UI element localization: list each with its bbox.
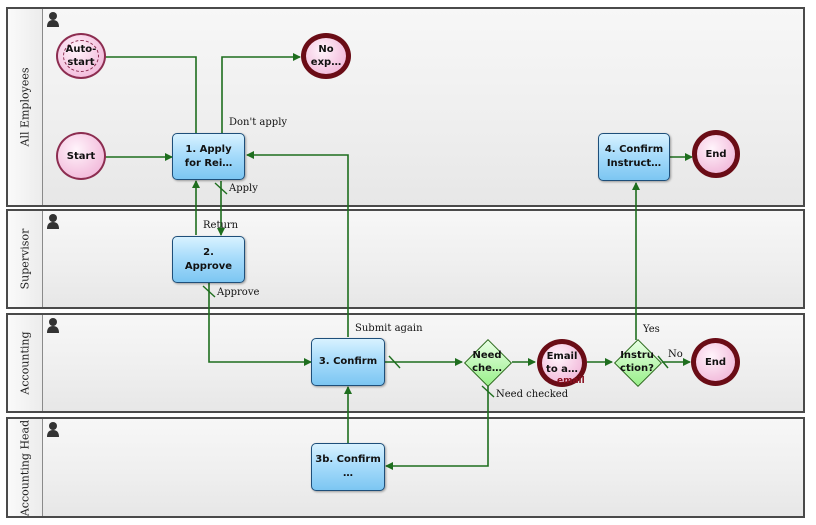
edge-label-yes: Yes bbox=[643, 324, 660, 335]
edge-label-apply: Apply bbox=[229, 183, 258, 194]
edge-apply-to-noexp bbox=[221, 53, 301, 158]
end-event-top[interactable]: End bbox=[692, 130, 740, 178]
edge-approve-to-confirm bbox=[208, 283, 312, 366]
task-approve[interactable]: 2. Approve bbox=[172, 236, 245, 283]
node-label: Need che… bbox=[472, 350, 502, 374]
node-label: 3. Confirm bbox=[318, 356, 378, 367]
email-sublabel: email bbox=[557, 376, 585, 386]
edge-needcheck-to-confirmhead bbox=[385, 383, 489, 470]
lane-accounting: Accounting bbox=[6, 313, 805, 413]
no-exp-end-event[interactable]: No exp… bbox=[301, 33, 351, 79]
email-event[interactable]: Email to a… bbox=[537, 339, 587, 387]
lane-header: Supervisor bbox=[8, 211, 43, 307]
node-label: Email to a… bbox=[546, 351, 578, 375]
default-flow-tick bbox=[388, 355, 401, 369]
task-apply[interactable]: 1. Apply for Rei… bbox=[172, 133, 245, 180]
edge-label-no: No bbox=[668, 349, 683, 360]
node-label: Start bbox=[66, 150, 96, 162]
edge-label-dont-apply: Don't apply bbox=[229, 117, 288, 128]
lane-all-employees: All Employees bbox=[6, 7, 805, 207]
autostart-event[interactable]: Auto-start bbox=[56, 33, 106, 79]
edge-label-return: Return bbox=[203, 220, 239, 231]
person-icon bbox=[47, 12, 59, 27]
edge-autostart-to-apply bbox=[105, 56, 200, 159]
person-icon bbox=[47, 318, 59, 333]
edge-label-need-checked: Need checked bbox=[496, 389, 569, 400]
node-label: 1. Apply for Rei… bbox=[184, 143, 233, 169]
lane-supervisor: Supervisor bbox=[6, 209, 805, 309]
lane-header: Accounting bbox=[8, 315, 43, 411]
lane-accounting-head: Accounting Head bbox=[6, 417, 805, 518]
node-label: 3b. Confirm … bbox=[315, 454, 381, 479]
gateway-instruction[interactable]: Instru ction? bbox=[612, 338, 663, 388]
lane-header: All Employees bbox=[8, 9, 43, 205]
edge-label-approve: Approve bbox=[217, 287, 260, 298]
task-confirm-instruct[interactable]: 4. Confirm Instruct… bbox=[598, 133, 670, 181]
person-icon bbox=[47, 214, 59, 229]
start-event[interactable]: Start bbox=[56, 132, 106, 180]
node-label: No exp… bbox=[310, 44, 342, 68]
gateway-need-check[interactable]: Need che… bbox=[462, 338, 513, 388]
default-flow-tick bbox=[214, 182, 228, 195]
node-label: End bbox=[704, 356, 727, 368]
default-flow-tick bbox=[202, 285, 216, 298]
node-label: 2. Approve bbox=[184, 246, 233, 272]
default-flow-tick bbox=[481, 385, 495, 398]
person-icon bbox=[47, 422, 59, 437]
default-flow-tick bbox=[657, 355, 669, 369]
node-label: 4. Confirm Instruct… bbox=[604, 144, 664, 169]
lane-header: Accounting Head bbox=[8, 419, 43, 516]
task-confirm-head[interactable]: 3b. Confirm … bbox=[311, 443, 385, 491]
edge-confirm-submit-again bbox=[246, 151, 349, 337]
edge-label-submit-again: Submit again bbox=[355, 323, 423, 334]
end-event-accounting[interactable]: End bbox=[691, 338, 740, 386]
node-label: Auto-start bbox=[65, 44, 97, 68]
task-confirm[interactable]: 3. Confirm bbox=[311, 338, 385, 386]
node-label: Instru ction? bbox=[620, 350, 654, 374]
node-label: End bbox=[705, 148, 727, 160]
